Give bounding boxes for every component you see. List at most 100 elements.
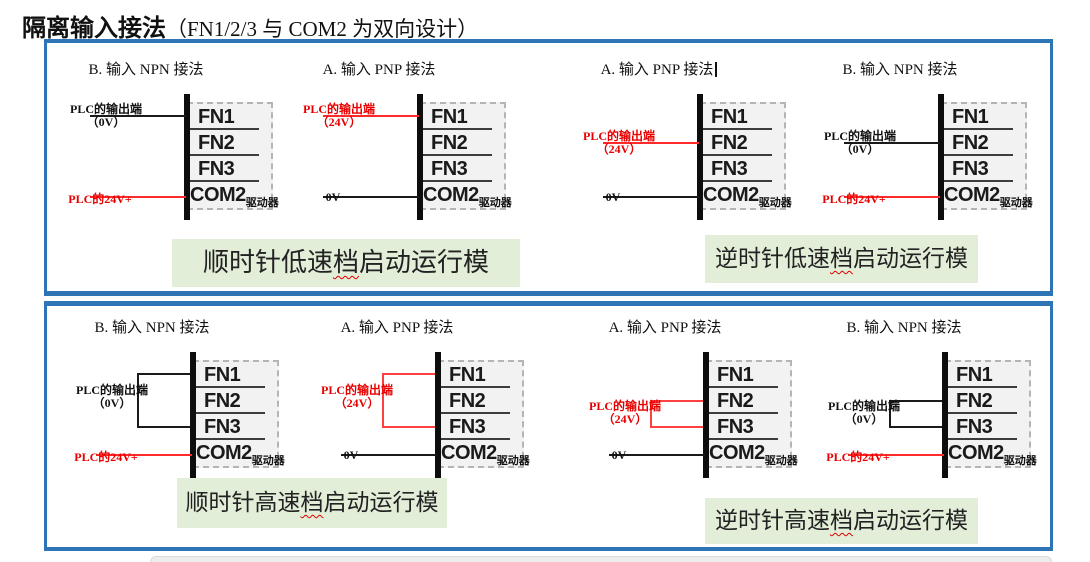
terminal-row: FN1 (708, 362, 790, 388)
run-mode-caption-ccw-low: 逆时针低速档启动运行模 (705, 235, 978, 283)
terminal-label: FN2 (449, 390, 486, 412)
diagram-title: A. 输入 PNP 接法 (540, 316, 790, 337)
common-wire (323, 196, 419, 198)
common-wire-label: PLC的24V+ (822, 192, 886, 206)
driver-box: FN1 FN2 FN3 COM2驱动器 (420, 102, 512, 210)
terminal-bar (190, 352, 196, 478)
signal-wire (603, 142, 699, 144)
terminal-row: FN1 (189, 104, 271, 130)
terminal-label: FN3 (198, 158, 235, 180)
terminal-label: COM2 (423, 184, 479, 206)
terminal-row: FN3 (943, 156, 1025, 182)
diagram-title-text: A. 输入 PNP 接法 (600, 62, 714, 78)
driver-box: FN1 FN2 FN3 COM2驱动器 (187, 102, 279, 210)
diagram-title-text: B. 输入 NPN 接法 (94, 320, 210, 336)
terminal-label: FN1 (711, 106, 748, 128)
driver-box: FN1 FN2 FN3 COM2驱动器 (706, 360, 798, 468)
diagram-title: B. 输入 NPN 接法 (27, 316, 277, 337)
terminal-row: COM2驱动器 (189, 182, 279, 209)
spellcheck-squiggle: 档 (300, 490, 324, 515)
driver-label: 驱动器 (1003, 455, 1037, 467)
signal-bracket-wire (889, 400, 942, 428)
terminal-row: COM2驱动器 (708, 440, 798, 467)
run-mode-caption-cw-high: 顺时针高速档启动运行模 (177, 478, 447, 528)
driver-label: 驱动器 (478, 197, 512, 209)
wiring-diagram: B. 输入 NPN 接法 PLC的输出端 （0V） PLC的24V+ FN1 F… (46, 50, 296, 250)
terminal-row: COM2驱动器 (422, 182, 512, 209)
wiring-diagram: B. 输入 NPN 接法 PLC的输出端 （0V） PLC的24V+ FN1 F… (800, 50, 1050, 250)
terminal-label: COM2 (190, 184, 246, 206)
driver-box: FN1 FN2 FN3 COM2驱动器 (193, 360, 285, 468)
terminal-label: COM2 (948, 442, 1004, 464)
terminal-label: COM2 (703, 184, 759, 206)
terminal-row: FN2 (195, 388, 277, 414)
terminal-label: FN2 (717, 390, 754, 412)
common-wire-label: PLC的24V+ (826, 450, 890, 464)
terminal-bar (942, 352, 948, 478)
terminal-label: FN3 (711, 158, 748, 180)
diagram-title-text: B. 输入 NPN 接法 (88, 62, 204, 78)
terminal-row: FN2 (702, 130, 784, 156)
driver-box: FN1 FN2 FN3 COM2驱动器 (941, 102, 1033, 210)
spellcheck-squiggle: 档 (332, 248, 359, 277)
signal-wire-label: PLC的输出端 （24V） (320, 383, 393, 410)
terminal-label: FN3 (431, 158, 468, 180)
terminal-row: COM2驱动器 (947, 440, 1037, 467)
common-wire-label: 0V (605, 190, 621, 204)
signal-wire (844, 142, 940, 144)
signal-wire-label: PLC的输出端 （0V） (823, 129, 896, 156)
diagram-title-text: B. 输入 NPN 接法 (846, 320, 962, 336)
terminal-label: FN1 (952, 106, 989, 128)
terminal-row: COM2驱动器 (702, 182, 792, 209)
terminal-row: FN1 (440, 362, 522, 388)
common-wire (96, 454, 192, 456)
signal-bracket-wire (382, 373, 435, 428)
signal-wire (90, 115, 186, 117)
terminal-row: FN3 (189, 156, 271, 182)
common-wire (603, 196, 699, 198)
text-cursor (715, 62, 718, 77)
run-mode-caption-ccw-high: 逆时针高速档启动运行模 (705, 498, 978, 544)
diagram-title-text: A. 输入 PNP 接法 (340, 320, 454, 336)
terminal-bar (697, 94, 703, 220)
terminal-row: FN2 (422, 130, 504, 156)
common-wire (609, 454, 705, 456)
terminal-row: FN2 (440, 388, 522, 414)
run-mode-caption-cw-low: 顺时针低速档启动运行模 (172, 239, 520, 287)
page-title: 隔离输入接法（FN1/2/3 与 COM2 为双向设计） (22, 8, 478, 43)
terminal-row: FN1 (947, 362, 1029, 388)
signal-wire-label: PLC的输出端 （0V） (75, 383, 148, 410)
terminal-label: FN3 (717, 416, 754, 438)
diagram-title: B. 输入 NPN 接法 (21, 58, 271, 79)
terminal-label: FN2 (204, 390, 241, 412)
common-wire-label: 0V (343, 448, 359, 462)
spellcheck-squiggle: 档 (830, 508, 853, 533)
common-wire-label: 0V (611, 448, 627, 462)
terminal-row: FN2 (708, 388, 790, 414)
diagram-title: B. 输入 NPN 接法 (775, 58, 1025, 79)
wiring-diagram: A. 输入 PNP 接法 PLC的输出端 （24V） 0V FN1 FN2 FN… (559, 50, 809, 250)
terminal-row: FN3 (702, 156, 784, 182)
terminal-label: COM2 (441, 442, 497, 464)
terminal-row: FN3 (422, 156, 504, 182)
terminal-row: FN3 (440, 414, 522, 440)
terminal-bar (417, 94, 423, 220)
driver-label: 驱动器 (251, 455, 285, 467)
driver-label: 驱动器 (758, 197, 792, 209)
wiring-diagram: B. 输入 NPN 接法 PLC的输出端 （0V） PLC的24V+ FN1 F… (804, 308, 1054, 508)
terminal-bar (703, 352, 709, 478)
common-wire (90, 196, 186, 198)
terminal-row: FN1 (702, 104, 784, 130)
terminal-bar (435, 352, 441, 478)
terminal-label: FN3 (204, 416, 241, 438)
page-title-rest: （FN1/2/3 与 COM2 为双向设计） (166, 17, 479, 41)
signal-wire-label: PLC的输出端 （24V） (302, 102, 375, 129)
diagram-title: A. 输入 PNP 接法 (534, 58, 784, 79)
diagram-title-text: A. 输入 PNP 接法 (322, 62, 436, 78)
terminal-label: FN2 (711, 132, 748, 154)
common-wire-label: PLC的24V+ (68, 192, 132, 206)
terminal-label: FN3 (449, 416, 486, 438)
terminal-label: FN2 (198, 132, 235, 154)
wiring-diagram: A. 输入 PNP 接法 PLC的输出端 （24V） 0V FN1 FN2 FN… (565, 308, 815, 508)
